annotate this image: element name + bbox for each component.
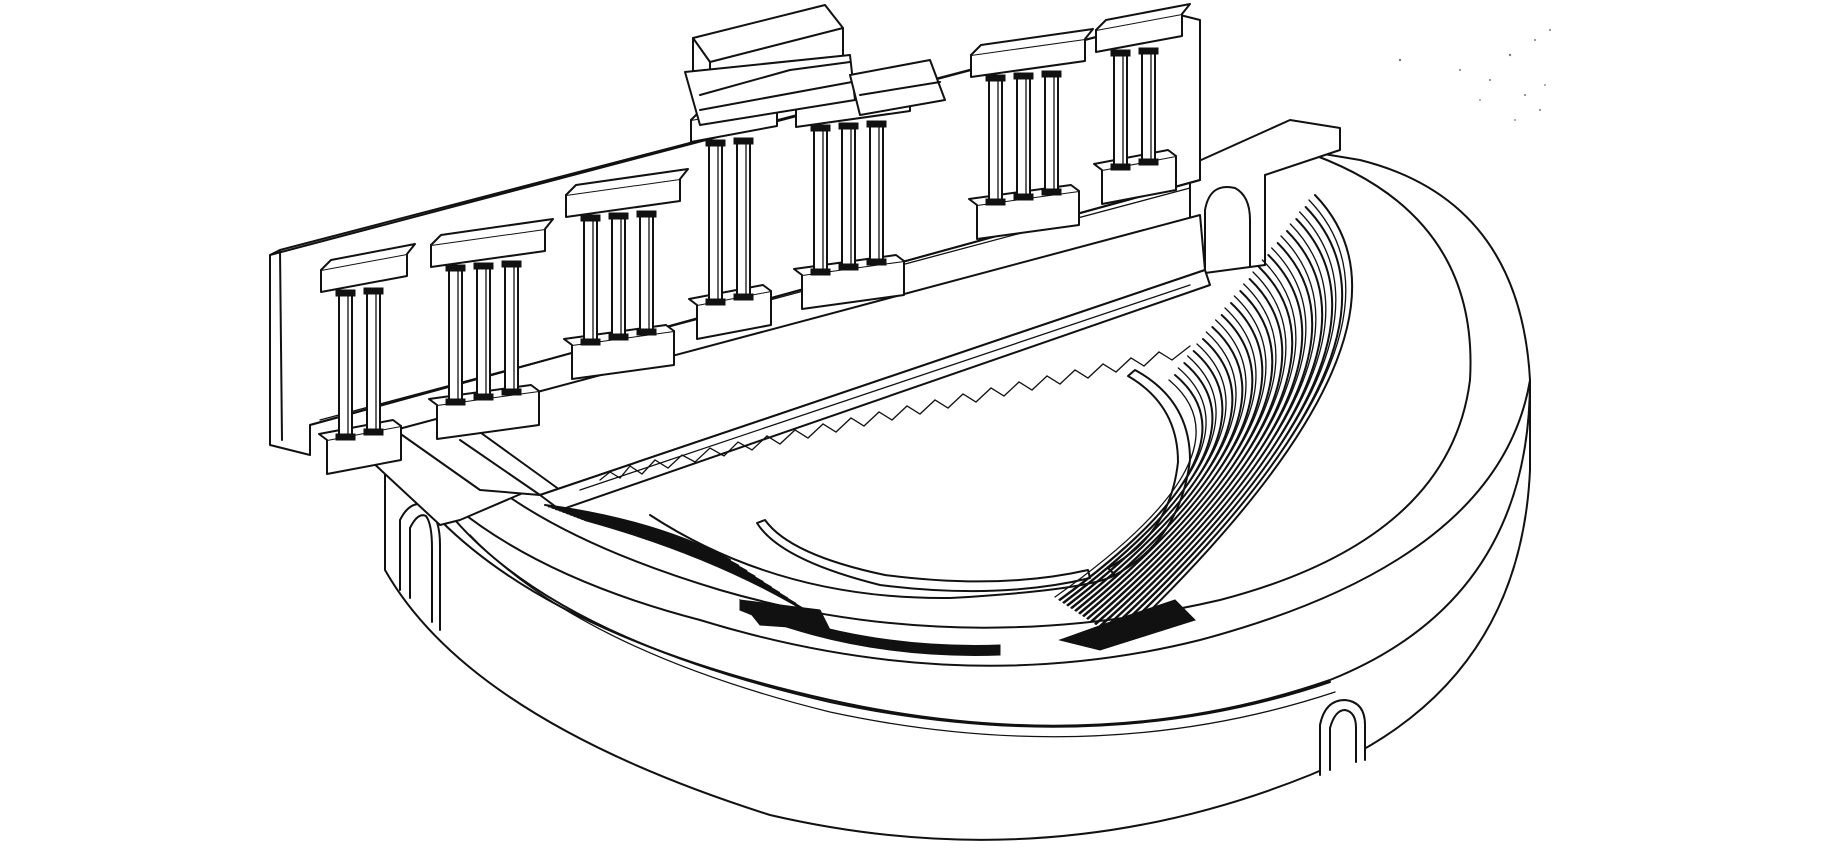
- seat-row-right: [1063, 362, 1214, 604]
- seat-row-right: [1087, 290, 1274, 620]
- scaenae-frons-columns: [318, 3, 1191, 475]
- seat-row-right-shadow: [1058, 599, 1196, 651]
- central-pediment: [684, 4, 946, 126]
- seat-row-right: [1119, 194, 1354, 641]
- seat-row-right: [1071, 338, 1234, 609]
- seat-row-right: [1083, 302, 1264, 617]
- seat-row-left: [544, 504, 731, 561]
- seat-row-left-shadow: [738, 599, 831, 631]
- seat-row-right: [1099, 254, 1304, 628]
- seat-row-right-edge: [1054, 379, 1197, 598]
- noise-specks: [1398, 29, 1551, 121]
- seat-row-left: [584, 519, 821, 621]
- orchestra: [649, 369, 1191, 656]
- seat-row-right: [1103, 242, 1314, 631]
- column-group: [428, 218, 554, 440]
- stage-front: [539, 269, 1211, 511]
- seat-row-right: [1079, 314, 1254, 615]
- seat-row-right-edge: [1074, 319, 1247, 611]
- seat-row-right: [1111, 218, 1334, 636]
- seat-row-right: [1091, 278, 1284, 623]
- column-group: [563, 168, 689, 380]
- seat-row-right: [1107, 230, 1324, 633]
- column-group: [968, 28, 1094, 240]
- seat-row-right: [1067, 350, 1224, 607]
- seat-row-right: [1059, 374, 1204, 601]
- column-group: [1093, 3, 1191, 205]
- outer-cavea-wall: [384, 149, 1531, 841]
- cavea-right-end: [1189, 119, 1341, 276]
- seat-row-right: [1115, 206, 1344, 639]
- seating-rows-left: [544, 504, 831, 631]
- column-group: [318, 243, 416, 475]
- seating-rows-right: [1054, 194, 1354, 651]
- seat-row-right: [1095, 266, 1294, 625]
- seat-row-right: [1075, 326, 1244, 612]
